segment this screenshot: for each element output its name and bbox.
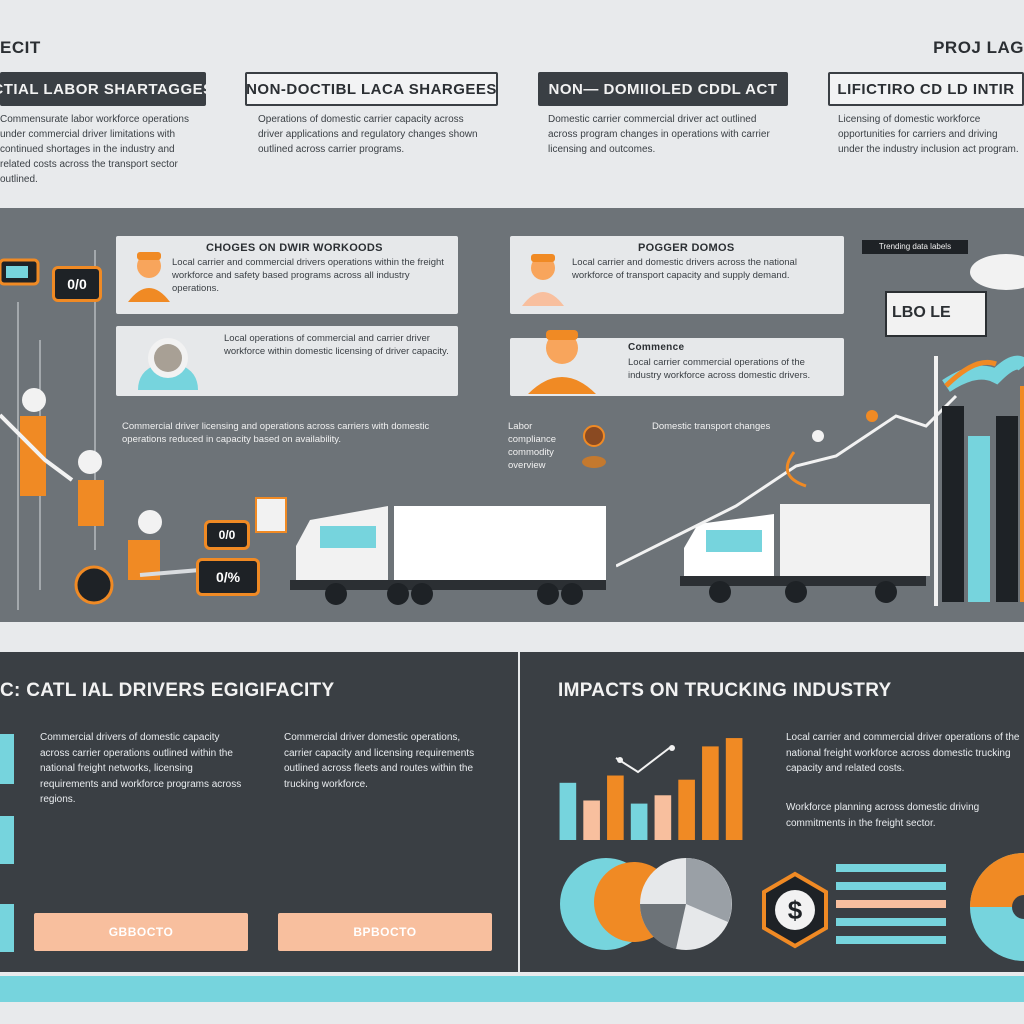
intro-paragraph-1: Commensurate labor workforce operations … bbox=[0, 114, 189, 182]
corner-label-right: PROJ LAG bbox=[933, 38, 1024, 57]
truck-illustration-2 bbox=[680, 504, 930, 603]
svg-text:$: $ bbox=[788, 895, 803, 925]
card-title: CHOGES ON DWIR WORKOODS bbox=[206, 242, 383, 254]
gauge-icon bbox=[74, 565, 114, 605]
flow-arrow bbox=[0, 413, 74, 482]
worker-icon-3 bbox=[138, 510, 162, 534]
drivers-text-col-1: Commercial drivers of domestic capacity … bbox=[40, 732, 242, 805]
info-card-1: CHOGES ON DWIR WORKOODS Local carrier an… bbox=[116, 236, 458, 314]
trailer-label: LBO LE bbox=[892, 304, 951, 321]
info-card-2: Local operations of commercial and carri… bbox=[116, 326, 458, 396]
impact-bar bbox=[630, 803, 648, 840]
card-title: Commence bbox=[628, 342, 685, 353]
bar-right-2 bbox=[968, 436, 990, 602]
impacts-text: Local carrier and commercial driver oper… bbox=[786, 732, 1020, 774]
bar-right-3 bbox=[996, 416, 1018, 602]
footer-stripe bbox=[0, 976, 1024, 1002]
middle-note-1: Commercial driver licensing and operatio… bbox=[122, 421, 430, 445]
card-title: POGGER DOMOS bbox=[638, 242, 735, 254]
truck-illustration-1 bbox=[290, 506, 606, 605]
intro-paragraph-4: Licensing of domestic workforce opportun… bbox=[838, 114, 1019, 155]
impact-bar bbox=[678, 779, 695, 840]
intro-paragraph-3: Domestic carrier commercial driver act o… bbox=[548, 114, 770, 155]
badge-3: 0/% bbox=[196, 558, 260, 596]
middle-note-4: Trending data labels bbox=[862, 240, 968, 254]
impacts-text-2: Workforce planning across domestic drivi… bbox=[786, 802, 980, 829]
impact-bar bbox=[702, 746, 719, 840]
coin-icons bbox=[582, 425, 606, 468]
impact-bar-chart bbox=[559, 738, 743, 840]
dollar-icon: $ bbox=[762, 871, 828, 949]
drivers-capacity-title: C: CATL IAL DRIVERS EGIGIFACITY bbox=[0, 680, 335, 701]
trend-line-icon bbox=[615, 745, 675, 774]
footer bbox=[0, 972, 1024, 1024]
tag-labor-shortages: CTIAL LABOR SHARTAGGES bbox=[0, 72, 206, 106]
worker-icon-1 bbox=[22, 388, 46, 412]
separator-band bbox=[0, 622, 1024, 652]
growth-line bbox=[616, 394, 958, 568]
document-icon bbox=[255, 497, 287, 533]
donut-chart bbox=[970, 853, 1024, 961]
cloud-icon bbox=[970, 254, 1024, 290]
bar-right-1 bbox=[942, 406, 964, 602]
intro-paragraph-2: Operations of domestic carrier capacity … bbox=[258, 114, 478, 155]
person-avatar-icon bbox=[138, 338, 198, 390]
badge-2: 0/0 bbox=[204, 520, 250, 550]
tag-domiciled-cdl-act: NON— DOMIIOLED CDDL ACT bbox=[538, 72, 788, 106]
badge-1: 0/0 bbox=[52, 266, 102, 302]
impact-bar bbox=[607, 775, 624, 840]
worker-avatar-icon bbox=[528, 330, 596, 394]
impact-bar bbox=[725, 738, 743, 840]
growth-illustration bbox=[616, 254, 1024, 606]
card-text: Local operations of commercial and carri… bbox=[224, 333, 449, 357]
pie-cluster bbox=[560, 858, 732, 950]
impact-bar bbox=[559, 782, 577, 840]
tag-non-domestic: NON-DOCTIBL LACA SHARGEES bbox=[245, 72, 498, 106]
stacked-lines bbox=[836, 864, 946, 944]
worker-icon-2 bbox=[78, 450, 102, 474]
side-bars bbox=[0, 734, 14, 952]
bar-left-2 bbox=[78, 480, 104, 526]
worker-avatar-icon bbox=[522, 254, 564, 306]
middle-note-3: Domestic transport changes bbox=[652, 421, 771, 432]
corner-label-left: ECIT bbox=[0, 38, 41, 57]
worker-avatar-icon bbox=[128, 252, 170, 302]
panel-button-1[interactable]: GBBOCTO bbox=[34, 913, 248, 951]
impacts-title: IMPACTS ON TRUCKING INDUSTRY bbox=[558, 680, 892, 701]
middle-note-2: Labor compliance commodity overview bbox=[508, 421, 557, 470]
card-text: Local carrier and commercial drivers ope… bbox=[172, 257, 444, 294]
impact-bar bbox=[654, 795, 672, 840]
panel-button-2[interactable]: BPBOCTO bbox=[278, 913, 492, 951]
info-card-4: Commence Local carrier commercial operat… bbox=[510, 330, 844, 396]
info-card-3: POGGER DOMOS Local carrier and domestic … bbox=[510, 236, 844, 314]
card-text: Local carrier and domestic drivers acros… bbox=[572, 257, 797, 281]
drivers-text-col-2: Commercial driver domestic operations, c… bbox=[284, 732, 475, 790]
card-text: Local carrier commercial operations of t… bbox=[628, 357, 811, 381]
impact-bar bbox=[583, 800, 600, 840]
trailer-icon bbox=[885, 291, 987, 337]
tag-licensing: LIFICTIRO CD LD INTIR bbox=[828, 72, 1024, 106]
